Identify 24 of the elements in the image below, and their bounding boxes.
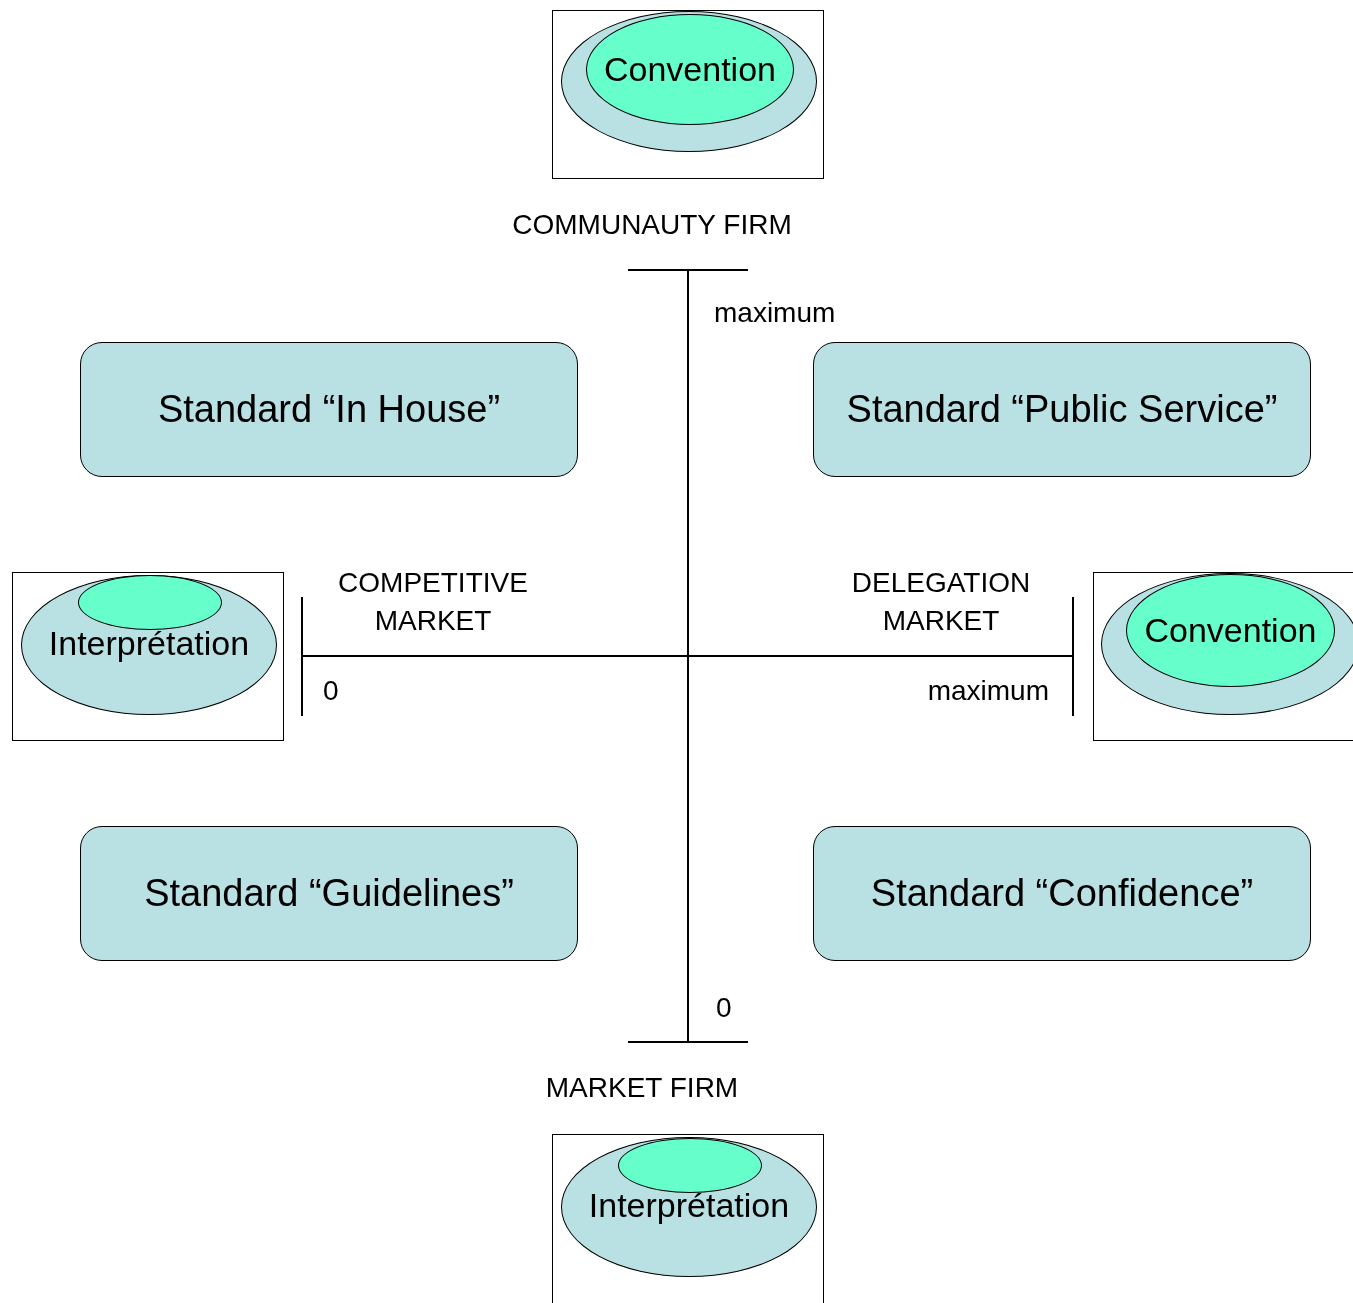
frame-box bbox=[1093, 572, 1353, 741]
frame-box bbox=[12, 572, 284, 741]
box-text: Convention bbox=[604, 50, 776, 89]
tick-label: 0 bbox=[716, 991, 733, 1025]
axis-label: COMPETITIVE MARKET bbox=[337, 566, 529, 638]
rounded-box bbox=[80, 826, 578, 961]
axis-label: MARKET FIRM bbox=[544, 1071, 740, 1105]
box-text: Interprétation bbox=[48, 624, 250, 663]
box-text: Interprétation bbox=[588, 1186, 790, 1225]
tick-label: maximum bbox=[714, 296, 837, 330]
tick-label: 0 bbox=[323, 674, 340, 708]
rounded-box bbox=[813, 342, 1311, 477]
tick-label: maximum bbox=[926, 674, 1049, 708]
box-text: Convention bbox=[1144, 611, 1317, 650]
box-text: Standard “Public Service” bbox=[846, 388, 1278, 431]
frame-box bbox=[552, 1134, 824, 1303]
axis-label: COMMUNAUTY FIRM bbox=[511, 208, 793, 242]
rounded-box bbox=[80, 342, 578, 477]
box-text: Standard “In House” bbox=[157, 388, 501, 431]
axis-label: DELEGATION MARKET bbox=[850, 566, 1032, 638]
frame-box bbox=[552, 10, 824, 179]
box-text: Standard “Guidelines” bbox=[144, 872, 514, 915]
box-text: Standard “Confidence” bbox=[870, 872, 1254, 915]
rounded-box bbox=[813, 826, 1311, 961]
